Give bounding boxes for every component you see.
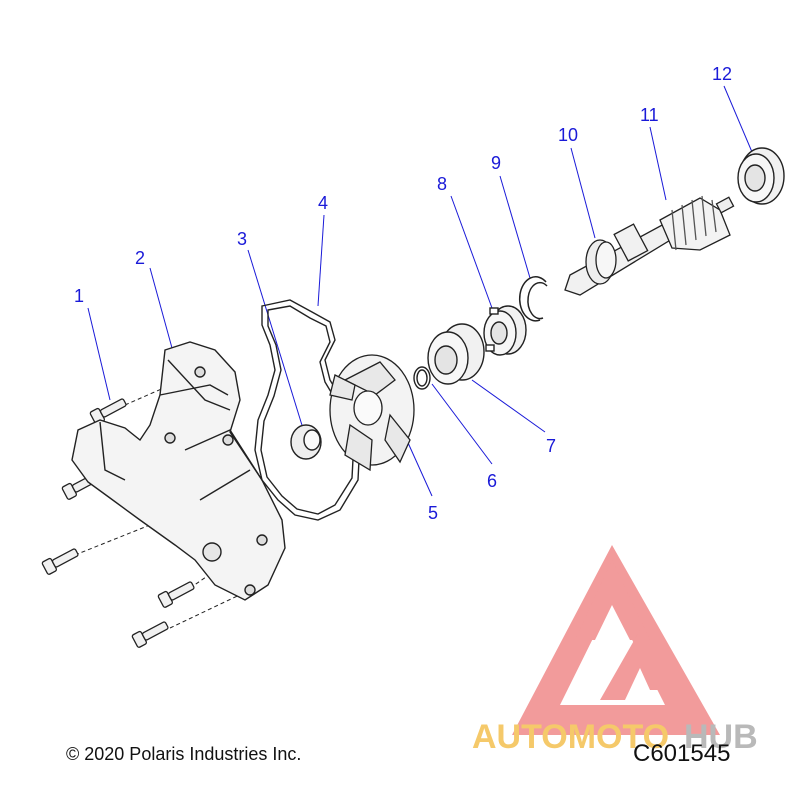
bolt	[131, 621, 169, 648]
callout-labels: 1 2 3 4 5 6 7 8 9 10 11 12	[74, 64, 732, 523]
impeller	[329, 354, 415, 472]
callout-1: 1	[74, 286, 84, 306]
pump-cover	[71, 341, 286, 601]
watermark-text-part1: AUTOMOTO	[472, 718, 669, 756]
callout-7: 7	[546, 436, 556, 456]
mechanical-seal	[427, 323, 485, 385]
gasket	[254, 299, 361, 521]
o-ring	[413, 366, 431, 390]
watermark-logo	[512, 545, 720, 735]
bearing	[737, 147, 785, 205]
bolt	[89, 398, 127, 425]
leader-lines	[87, 85, 753, 497]
callout-2: 2	[135, 248, 145, 268]
callout-3: 3	[237, 229, 247, 249]
seal	[290, 424, 322, 460]
watermark-text-part2: HUB	[684, 718, 758, 756]
callout-5: 5	[428, 503, 438, 523]
callout-6: 6	[487, 471, 497, 491]
bolt	[157, 581, 195, 608]
callout-10: 10	[558, 125, 578, 145]
callout-4: 4	[318, 193, 328, 213]
copyright-text: © 2020 Polaris Industries Inc.	[66, 744, 302, 764]
bolt	[41, 548, 79, 575]
callout-9: 9	[491, 153, 501, 173]
callout-12: 12	[712, 64, 732, 84]
snap-ring	[518, 276, 548, 322]
callout-11: 11	[640, 105, 659, 125]
drawing-number: C601545	[633, 740, 731, 767]
nut	[483, 305, 527, 356]
callout-8: 8	[437, 174, 447, 194]
shaft-assembly	[564, 195, 735, 296]
